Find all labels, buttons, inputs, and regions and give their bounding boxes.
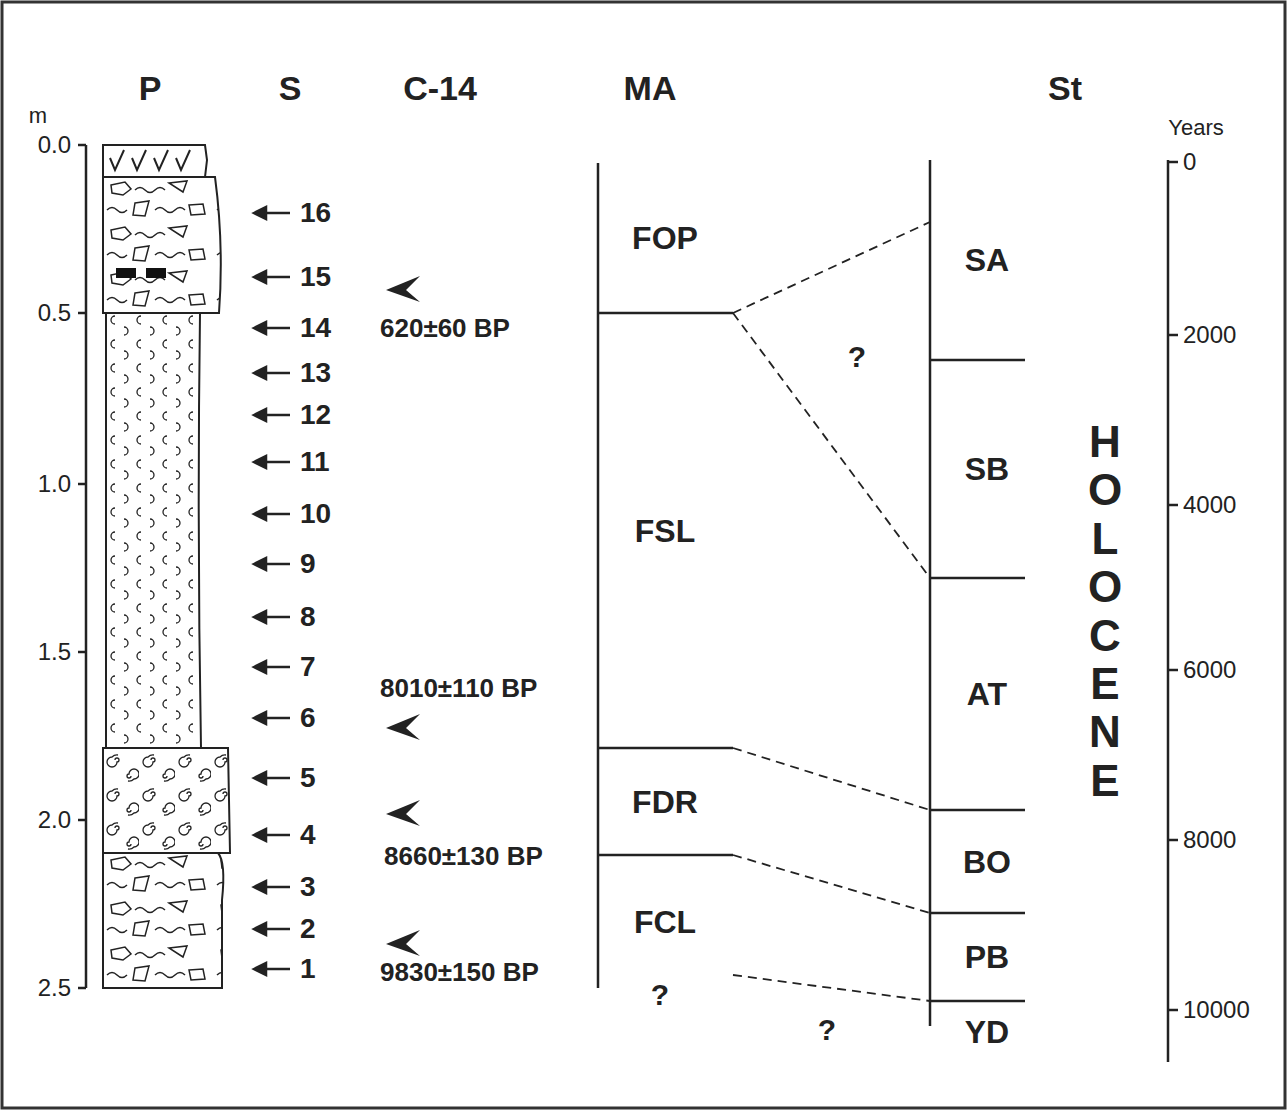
zone-band: FDR [600, 748, 730, 855]
year-tick-label: 0 [1183, 150, 1196, 174]
zone-band: FSL [600, 313, 730, 748]
sample-number: 4 [300, 821, 316, 849]
depth-tick-label: 0.5 [38, 301, 71, 325]
sample-number: 7 [300, 653, 316, 681]
sample-number: 6 [300, 704, 316, 732]
zone-label: FSL [635, 515, 695, 547]
radiocarbon-date: 620±60 BP [380, 315, 510, 341]
year-tick-label: 8000 [1183, 828, 1236, 852]
zone-label: PB [965, 941, 1009, 973]
sample-number: 16 [300, 199, 331, 227]
sample-number: 12 [300, 401, 331, 429]
zone-columns [598, 160, 1025, 1026]
zone-band: BO [932, 810, 1042, 913]
year-tick-label: 2000 [1183, 323, 1236, 347]
sample-number: 13 [300, 359, 331, 387]
column-heading: St [1048, 71, 1082, 105]
zone-band: AT [932, 578, 1042, 810]
sample-number: 10 [300, 500, 331, 528]
sample-number: 5 [300, 764, 316, 792]
year-tick-label: 10000 [1183, 998, 1250, 1022]
sample-number: 11 [300, 448, 330, 476]
zone-band: SA [932, 160, 1042, 360]
zone-label: FOP [632, 222, 698, 254]
year-tick-label: 6000 [1183, 658, 1236, 682]
year-tick-label: 4000 [1183, 493, 1236, 517]
uncertainty-mark: ? [818, 1015, 836, 1045]
epoch-label: HOLOCENE [1083, 418, 1127, 805]
zone-label: AT [967, 678, 1007, 710]
sample-number: 15 [300, 263, 331, 291]
radiocarbon-date: 8660±130 BP [384, 843, 543, 869]
sample-number: 2 [300, 915, 316, 943]
zone-band: FOP [600, 163, 730, 313]
zone-band: FCL [600, 855, 730, 988]
column-heading: MA [624, 71, 677, 105]
zone-label: SB [965, 453, 1009, 485]
column-heading: S [279, 71, 302, 105]
depth-tick-label: 1.5 [38, 640, 71, 664]
zone-label: SA [965, 244, 1009, 276]
zone-label: YD [965, 1016, 1009, 1048]
zone-label: FCL [634, 906, 696, 938]
depth-tick-label: 0.0 [38, 133, 71, 157]
correlation-lines [733, 222, 930, 1001]
zone-label: BO [963, 846, 1011, 878]
sample-number: 1 [300, 955, 316, 983]
uncertainty-mark: ? [848, 342, 866, 372]
depth-tick-label: 2.5 [38, 976, 71, 1000]
sample-number: 14 [300, 314, 331, 342]
zone-band: PB [932, 913, 1042, 1001]
depth-tick-label: 1.0 [38, 472, 71, 496]
column-heading: P [139, 71, 162, 105]
radiocarbon-date: 8010±110 BP [380, 675, 537, 701]
zone-band: SB [932, 360, 1042, 578]
uncertainty-mark: ? [651, 980, 669, 1010]
axis-unit: m [29, 105, 47, 127]
sample-arrows [254, 207, 290, 975]
sample-number: 9 [300, 550, 316, 578]
column-heading: C-14 [403, 71, 477, 105]
sample-number: 3 [300, 873, 316, 901]
radiocarbon-date: 9830±150 BP [380, 959, 539, 985]
sample-number: 8 [300, 603, 316, 631]
depth-tick-label: 2.0 [38, 808, 71, 832]
zone-band: YD [932, 1001, 1042, 1063]
years-axis [1168, 160, 1178, 1062]
axis-title: Years [1168, 117, 1223, 139]
lithology-column [103, 145, 230, 988]
zone-label: FDR [632, 786, 698, 818]
depth-axis [78, 145, 86, 988]
